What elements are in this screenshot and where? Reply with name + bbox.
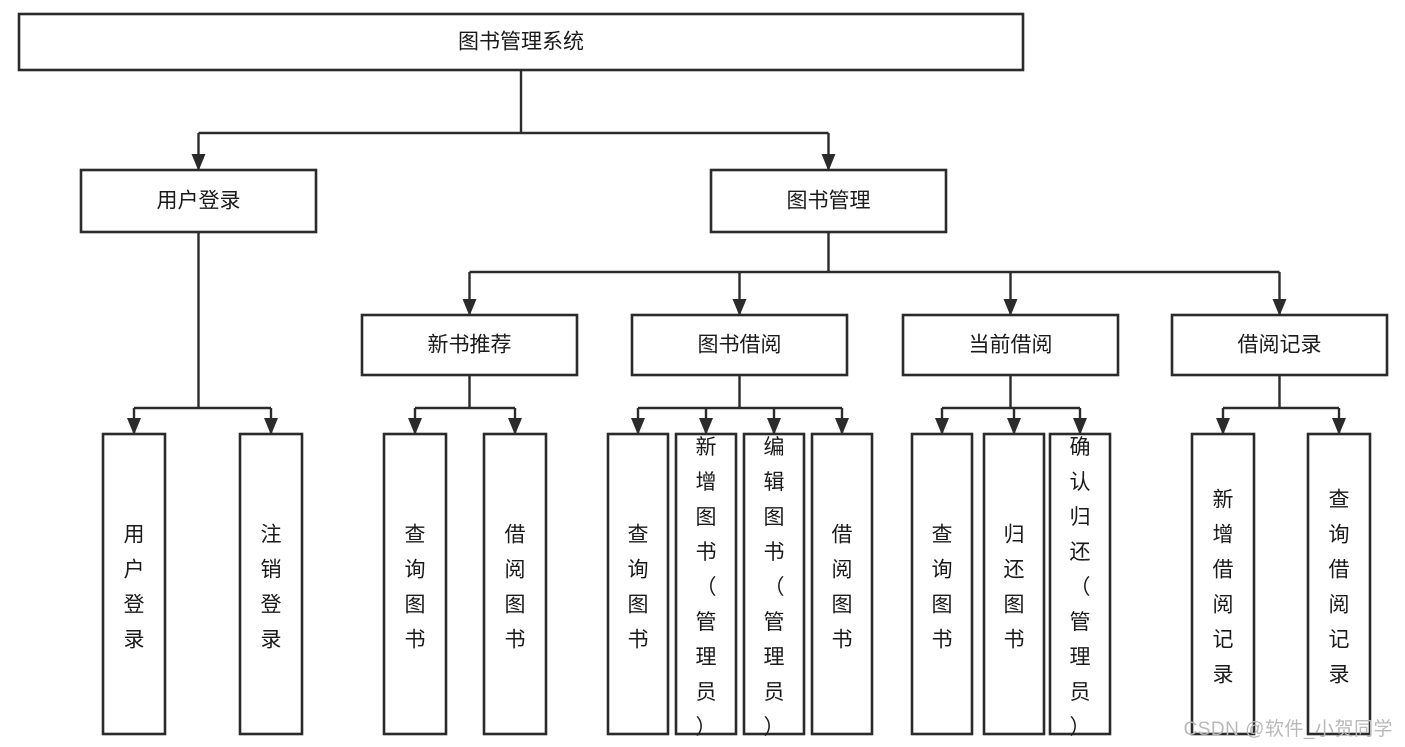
node-box-rect <box>482 432 548 736</box>
node-box-rect <box>982 432 1046 736</box>
node-leaf-编辑图书管理员-6[interactable]: 编辑图书（管理员） <box>742 432 806 739</box>
arrow-head-icon <box>1007 418 1021 435</box>
node-label: 新增图书（管理员） <box>696 436 717 739</box>
arrow-head-icon <box>821 154 836 171</box>
node-box-rect <box>238 432 304 736</box>
node-label: 查询借阅记录 <box>1329 488 1350 686</box>
node-leaf-查询图书-8[interactable]: 查询图书 <box>910 432 974 736</box>
node-leaf-新增借阅记录-11[interactable]: 新增借阅记录 <box>1190 432 1256 736</box>
arrow-head-icon <box>767 418 781 435</box>
node-box-rect <box>742 432 806 736</box>
node-leaf-新增图书管理员-5[interactable]: 新增图书（管理员） <box>674 432 738 739</box>
node-leaf-归还图书-9[interactable]: 归还图书 <box>982 432 1046 736</box>
arrow-head-icon <box>1073 418 1087 435</box>
node-box-rect <box>1170 313 1389 377</box>
node-leaf-查询借阅记录-12[interactable]: 查询借阅记录 <box>1306 432 1372 736</box>
node-box-rect <box>910 432 974 736</box>
node-label: 当前借阅 <box>969 334 1053 357</box>
node-box-rect <box>901 313 1120 377</box>
node-leaf-借阅图书-3[interactable]: 借阅图书 <box>482 432 548 736</box>
node-label: 归还图书 <box>1004 523 1025 651</box>
node-l3-图书借阅-1[interactable]: 图书借阅 <box>630 313 849 377</box>
node-label: 图书管理系统 <box>458 31 584 54</box>
node-box-rect <box>101 432 167 736</box>
node-leaf-查询图书-2[interactable]: 查询图书 <box>382 432 448 736</box>
arrow-head-icon <box>127 418 141 435</box>
node-label: 注销登录 <box>261 523 282 651</box>
csdn-watermark: CSDN @软件_小贺同学 <box>1183 719 1393 740</box>
node-box-rect <box>1190 432 1256 736</box>
node-label: 新增借阅记录 <box>1213 488 1234 686</box>
arrow-head-icon <box>631 418 645 435</box>
arrow-head-icon <box>264 418 278 435</box>
node-label: 查询图书 <box>405 523 426 651</box>
node-label: 新书推荐 <box>428 334 512 357</box>
node-box-rect <box>79 168 318 234</box>
node-leaf-用户登录-0[interactable]: 用户登录 <box>101 432 167 736</box>
arrow-head-icon <box>508 418 522 435</box>
node-label: 用户登录 <box>157 190 241 213</box>
node-l2-图书管理-1[interactable]: 图书管理 <box>709 168 948 234</box>
node-box-rect <box>1048 432 1112 736</box>
node-label: 查询图书 <box>932 523 953 651</box>
node-leaf-注销登录-1[interactable]: 注销登录 <box>238 432 304 736</box>
node-l3-当前借阅-2[interactable]: 当前借阅 <box>901 313 1120 377</box>
connector-lines <box>127 70 1346 435</box>
arrow-head-icon <box>1216 418 1230 435</box>
arrow-head-icon <box>732 299 747 316</box>
arrow-head-icon <box>935 418 949 435</box>
node-label: 借阅图书 <box>505 523 526 651</box>
arrow-head-icon <box>699 418 713 435</box>
node-leaf-确认归还管理员-10[interactable]: 确认归还（管理员） <box>1048 432 1112 739</box>
node-root-图书管理系统-0[interactable]: 图书管理系统 <box>17 12 1025 72</box>
node-box-rect <box>17 12 1025 72</box>
node-l3-借阅记录-3[interactable]: 借阅记录 <box>1170 313 1389 377</box>
arrow-head-icon <box>1003 299 1018 316</box>
node-label: 借阅图书 <box>832 523 853 651</box>
node-label: 查询图书 <box>628 523 649 651</box>
arrow-head-icon <box>408 418 422 435</box>
arrow-head-icon <box>1272 299 1287 316</box>
node-leaf-借阅图书-7[interactable]: 借阅图书 <box>810 432 874 736</box>
arrow-head-icon <box>462 299 477 316</box>
node-box-rect <box>1306 432 1372 736</box>
node-label: 图书借阅 <box>698 334 782 357</box>
node-box-rect <box>360 313 579 377</box>
node-box-rect <box>606 432 670 736</box>
node-box-rect <box>382 432 448 736</box>
node-label: 用户登录 <box>124 523 145 651</box>
node-label: 编辑图书（管理员） <box>764 436 785 739</box>
node-l2-用户登录-0[interactable]: 用户登录 <box>79 168 318 234</box>
arrow-head-icon <box>1332 418 1346 435</box>
node-label: 图书管理 <box>787 190 871 213</box>
node-l3-新书推荐-0[interactable]: 新书推荐 <box>360 313 579 377</box>
node-boxes: 图书管理系统用户登录图书管理新书推荐图书借阅当前借阅借阅记录用户登录注销登录查询… <box>17 12 1389 739</box>
node-leaf-查询图书-4[interactable]: 查询图书 <box>606 432 670 736</box>
node-box-rect <box>674 432 738 736</box>
node-label: 借阅记录 <box>1238 334 1322 357</box>
node-box-rect <box>709 168 948 234</box>
node-box-rect <box>810 432 874 736</box>
arrow-head-icon <box>191 154 206 171</box>
arrow-head-icon <box>835 418 849 435</box>
node-label: 确认归还（管理员） <box>1070 436 1091 739</box>
node-box-rect <box>630 313 849 377</box>
